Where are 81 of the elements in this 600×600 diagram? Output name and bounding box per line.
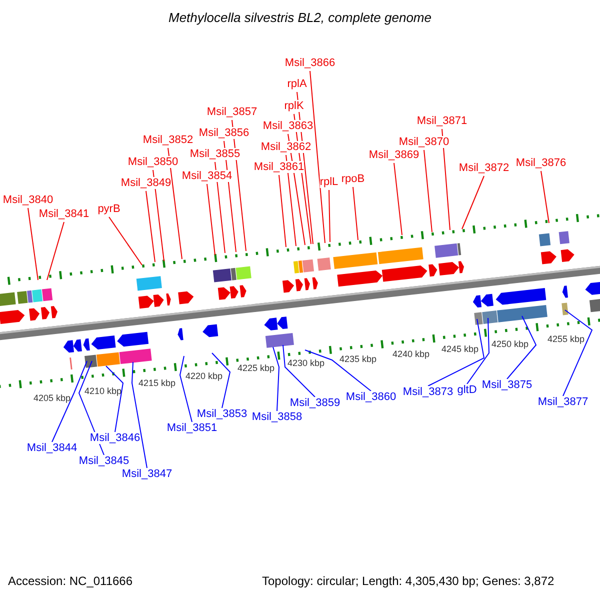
leader-line	[78, 360, 104, 456]
leader-line	[286, 154, 296, 246]
leader-line	[328, 190, 330, 242]
leader-line	[462, 176, 484, 230]
gene-label: rpoB	[341, 173, 365, 185]
scale-label: 4240 kbp	[392, 348, 430, 360]
gene-label: Msil_3870	[398, 136, 450, 148]
leader-line	[394, 162, 402, 236]
leader-line	[562, 310, 593, 396]
leader-line	[352, 186, 358, 240]
gene-label: Msil_3857	[206, 106, 258, 118]
gene-label: Msil_3852	[142, 134, 194, 146]
leader-line	[206, 184, 216, 256]
footer-text: Accession: NC_011666	[8, 574, 133, 588]
gene-label: Msil_3866	[284, 57, 336, 69]
leader-line	[106, 366, 124, 432]
gene-label: Msil_3841	[38, 208, 90, 220]
scale-label: 4255 kbp	[547, 333, 585, 345]
leader-line	[310, 70, 326, 244]
scale-label: 4245 kbp	[441, 343, 479, 355]
scale-label: 4225 kbp	[237, 362, 275, 374]
gene-label: Msil_3844	[26, 442, 78, 454]
scale-label: 4235 kbp	[339, 353, 377, 365]
gene-label: Msil_3876	[516, 157, 566, 169]
gene-label: Msil_3854	[182, 170, 232, 182]
gene-label: gltD	[457, 384, 477, 396]
scale-label: 4230 kbp	[287, 357, 325, 369]
gene-label: Msil_3855	[190, 148, 240, 160]
gene-label: Msil_3869	[368, 149, 420, 161]
gene-label: rplA	[287, 78, 307, 90]
gene-label: Msil_3859	[290, 397, 340, 409]
leader-line	[28, 208, 38, 280]
leader-line	[179, 356, 192, 422]
scale-label: 4220 kbp	[185, 370, 223, 382]
leader-line	[168, 148, 182, 260]
leader-line	[428, 318, 485, 386]
gene-label: Msil_3845	[78, 455, 130, 467]
leader-line	[272, 346, 280, 412]
footer-text: Topology: circular; Length: 4,305,430 bp; Genes: 3,872	[262, 574, 554, 588]
scale-label: 4205 kbp	[33, 392, 71, 404]
gene-label: Msil_3871	[416, 115, 468, 127]
scale-label: 4215 kbp	[138, 377, 176, 389]
gene-label: Msil_3858	[252, 411, 302, 423]
gene-label: Msil_3840	[2, 194, 54, 206]
gene-label: Msil_3851	[166, 422, 218, 434]
gene-label: Msil_3849	[120, 177, 172, 189]
gene-label: Msil_3847	[122, 468, 172, 480]
leader-line	[506, 316, 537, 380]
leader-line	[214, 162, 226, 254]
leader-line	[146, 190, 156, 262]
gene-label: Msil_3853	[196, 408, 248, 420]
gene-label: Msil_3873	[402, 386, 454, 398]
leader-line	[278, 174, 286, 248]
gene-label: Msil_3875	[482, 379, 532, 391]
leader-line	[108, 216, 142, 266]
leader-line	[304, 350, 372, 392]
leader-line	[442, 128, 450, 230]
gene-label: Msil_3850	[128, 156, 178, 168]
gene-label: rplL	[320, 176, 338, 188]
leader-line	[540, 170, 550, 224]
gene-label: rplK	[284, 100, 304, 112]
leader-line	[132, 362, 148, 468]
gene-label: Msil_3872	[458, 162, 510, 174]
scale-label: 4210 kbp	[84, 385, 122, 397]
leader-line	[282, 344, 316, 398]
gene-label: Msil_3846	[90, 432, 140, 444]
gene-label: Msil_3856	[198, 127, 250, 139]
gene-label: Msil_3863	[262, 120, 314, 132]
title: Methylocella silvestris BL2, complete genome	[168, 10, 432, 25]
leader-line	[46, 222, 64, 280]
gene-label: Msil_3861	[254, 161, 304, 173]
leader-line	[466, 318, 490, 384]
gene-label: Msil_3860	[346, 391, 396, 403]
gene-label: pyrB	[98, 203, 120, 215]
scale-label: 4250 kbp	[491, 338, 529, 350]
gene-label: Msil_3862	[260, 141, 312, 153]
leader-line	[152, 170, 164, 262]
leader-line	[424, 150, 432, 232]
gene-label: Msil_3877	[538, 396, 588, 408]
leader-line	[52, 360, 88, 442]
leader-line	[212, 352, 231, 408]
